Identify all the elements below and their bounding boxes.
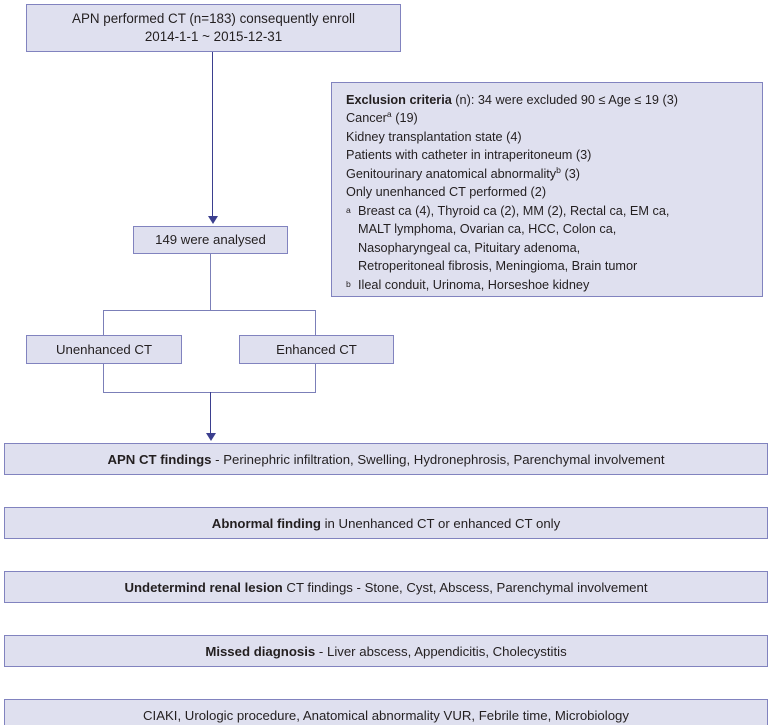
exclusion-genitourinary-superscript: b <box>556 164 561 175</box>
footnote-a-line-2: MALT lymphoma, Ovarian ca, HCC, Colon ca… <box>358 222 617 237</box>
bar-undetermind-renal-lesion-rest: CT findings - Stone, Cyst, Abscess, Pare… <box>282 579 648 595</box>
footnote-b-marker: b <box>346 278 351 289</box>
bar-apn-ct-findings-rest: - Perinephric infiltration, Swelling, Hy… <box>211 451 665 467</box>
bar-additional-factors-text: CIAKI, Urologic procedure, Anatomical ab… <box>143 708 629 723</box>
connector-merge-horizontal <box>103 392 316 394</box>
exclusion-cancer-superscript: a <box>386 109 392 120</box>
bar-abnormal-finding-rest: in Unenhanced CT or enhanced CT only <box>320 515 561 531</box>
exclusion-heading: Exclusion criteria <box>346 93 452 107</box>
bar-missed-diagnosis-bold: Missed diagnosis <box>205 643 316 659</box>
exclusion-heading-rest: (n): 34 were excluded 90 ≤ Age ≤ 19 (3) <box>451 93 678 107</box>
bar-abnormal-finding-text: Abnormal finding in Unenhanced CT or enh… <box>212 516 560 531</box>
node-enhanced-ct: Enhanced CT <box>239 335 394 364</box>
footnote-a-line-3: Nasopharyngeal ca, Pituitary adenoma, <box>358 240 581 255</box>
bar-apn-ct-findings: APN CT findings - Perinephric infiltrati… <box>4 443 768 475</box>
bar-abnormal-finding: Abnormal finding in Unenhanced CT or enh… <box>4 507 768 539</box>
bar-abnormal-finding-bold: Abnormal finding <box>211 515 321 531</box>
connector-merge-left <box>103 364 105 393</box>
exclusion-item-kidney-transplant: Kidney transplantation state (4) <box>346 129 522 144</box>
footnote-b-text: Ileal conduit, Urinoma, Horseshoe kidney <box>358 277 590 292</box>
arrowhead-to-findings <box>206 433 216 441</box>
exclusion-item-genitourinary-label: Genitourinary anatomical abnormality <box>346 166 557 181</box>
footnote-a-line-1: a Breast ca (4), Thyroid ca (2), MM (2), … <box>346 202 752 220</box>
footnote-a-marker: a <box>346 204 351 215</box>
node-unenhanced-ct: Unenhanced CT <box>26 335 182 364</box>
exclusion-item-catheter: Patients with catheter in intraperitoneu… <box>346 148 592 163</box>
exclusion-item-unenhanced-only: Only unenhanced CT performed (2) <box>346 185 547 200</box>
enhanced-ct-label: Enhanced CT <box>276 341 357 357</box>
connector-merge-right <box>315 364 317 393</box>
footnote-b-line: b Ileal conduit, Urinoma, Horseshoe kidne… <box>346 276 752 294</box>
bar-missed-diagnosis-text: Missed diagnosis - Liver abscess, Append… <box>205 644 566 659</box>
bar-apn-ct-findings-bold: APN CT findings <box>107 451 212 467</box>
exclusion-item-cancer: Cancera (19) <box>346 109 752 127</box>
bar-apn-ct-findings-text: APN CT findings - Perinephric infiltrati… <box>107 452 664 467</box>
analysed-label: 149 were analysed <box>155 232 266 248</box>
enrollment-line-1: APN performed CT (n=183) consequently en… <box>72 11 355 27</box>
node-enrollment: APN performed CT (n=183) consequently en… <box>26 4 401 52</box>
arrowhead-to-analysed <box>208 216 218 224</box>
footnote-a-text-1: Breast ca (4), Thyroid ca (2), MM (2), R… <box>358 203 670 218</box>
exclusion-item-genitourinary: Genitourinary anatomical abnormalityb (3… <box>346 165 752 183</box>
connector-analysed-stem <box>210 254 212 311</box>
unenhanced-ct-label: Unenhanced CT <box>55 341 153 357</box>
connector-split-left <box>103 310 105 335</box>
bar-additional-factors: CIAKI, Urologic procedure, Anatomical ab… <box>4 699 768 725</box>
connector-merge-stem <box>210 392 212 435</box>
exclusion-heading-line: Exclusion criteria (n): 34 were excluded… <box>346 91 752 109</box>
exclusion-cancer-count: (19) <box>391 111 418 126</box>
bar-missed-diagnosis-rest: - Liver abscess, Appendicitis, Cholecyst… <box>315 643 567 659</box>
exclusion-item-cancer-label: Cancer <box>346 111 387 126</box>
connector-split-right <box>315 310 317 335</box>
enrollment-line-2: 2014-1-1 ~ 2015-12-31 <box>144 29 283 44</box>
node-analysed: 149 were analysed <box>133 226 288 254</box>
bar-undetermind-renal-lesion-bold: Undetermind renal lesion <box>124 579 283 595</box>
bar-missed-diagnosis: Missed diagnosis - Liver abscess, Append… <box>4 635 768 667</box>
bar-undetermind-renal-lesion-text: Undetermind renal lesion CT findings - S… <box>124 580 647 595</box>
exclusion-genitourinary-count: (3) <box>560 166 580 181</box>
bar-undetermind-renal-lesion: Undetermind renal lesion CT findings - S… <box>4 571 768 603</box>
bar-additional-factors-rest: CIAKI, Urologic procedure, Anatomical ab… <box>143 707 629 723</box>
node-exclusion-criteria: Exclusion criteria (n): 34 were excluded… <box>331 82 763 297</box>
connector-split-horizontal <box>103 310 316 312</box>
footnote-a-line-4: Retroperitoneal fibrosis, Meningioma, Br… <box>358 259 638 274</box>
connector-enrollment-to-analysed <box>212 52 214 218</box>
